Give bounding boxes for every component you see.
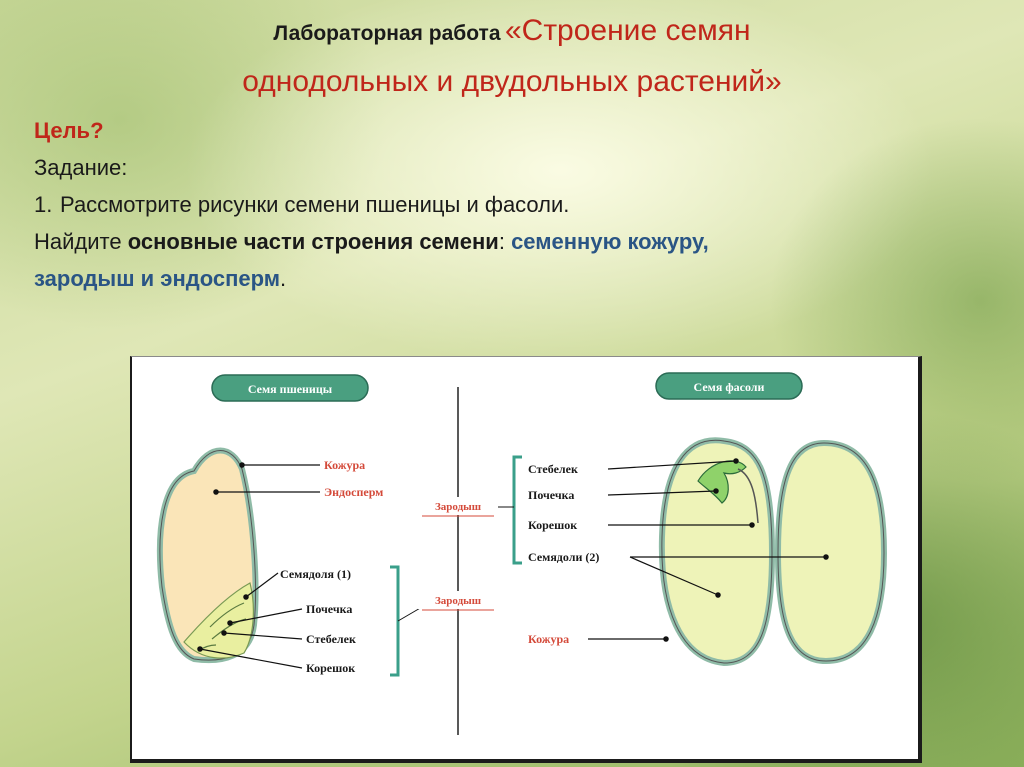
wheat-header: Семя пшеницы: [248, 382, 333, 396]
goal-line: Цель?: [34, 118, 104, 143]
bean-label-cotyledons: Семядоли (2): [528, 550, 599, 564]
wheat-seed: [156, 447, 259, 664]
wheat-label-cotyledon: Семядоля (1): [280, 567, 351, 581]
title-line-1: Лабораторная работа «Строение семян: [0, 8, 1024, 59]
wheat-embryo-bracket: [390, 565, 400, 677]
wheat-embryo-label: Зародыш: [435, 595, 481, 607]
task-line: Задание:: [34, 155, 128, 180]
find-line-2: зародыш и эндосперм.: [34, 260, 994, 297]
bean-header: Семя фасоли: [694, 380, 765, 394]
wheat-cotyledon-leader: [243, 572, 279, 600]
wheat-bud-leader: [227, 608, 303, 626]
wheat-root-leader: [197, 646, 303, 669]
bean-cotyledon-leader-1: [629, 556, 721, 598]
find-blue-1: семенную кожуру,: [511, 229, 709, 254]
title-line-2: однодольных и двудольных растений»: [242, 65, 782, 98]
find-blue-2: зародыш и эндосперм: [34, 266, 281, 291]
bean-embryo-label: Зародыш: [435, 501, 481, 513]
wheat-label-stem: Стебелек: [306, 632, 356, 646]
bean-label-bud: Почечка: [528, 488, 574, 502]
bean-label-stem: Стебелек: [528, 462, 578, 476]
bean-seed: [658, 437, 888, 667]
find-line: Найдите основные части строения семени: …: [34, 223, 994, 260]
wheat-label-coat: Кожура: [324, 458, 365, 472]
wheat-label-endosperm: Эндосперм: [324, 485, 383, 499]
bean-cotyledon-right: [774, 439, 888, 665]
find-prefix: Найдите: [34, 229, 128, 254]
find-bold: основные части строения семени: [127, 229, 499, 254]
task-item-text: Рассмотрите рисунки семени пшеницы и фас…: [60, 192, 570, 217]
bean-bud-leader: [607, 488, 719, 496]
seed-diagram: Семя пшеницы Кожура Эндосперм Семядоля (…: [130, 356, 922, 763]
wheat-stem-leader: [221, 630, 303, 640]
task-item-number: 1.: [34, 192, 53, 217]
wheat-label-root: Корешок: [306, 661, 355, 675]
seed-diagram-svg: Семя пшеницы Кожура Эндосперм Семядоля (…: [156, 372, 888, 735]
find-end: .: [280, 266, 287, 291]
bean-embryo-bracket: [512, 455, 522, 565]
bean-label-root: Корешок: [528, 518, 577, 532]
bean-label-coat: Кожура: [528, 632, 569, 646]
wheat-embryo-connector: [397, 606, 423, 622]
slide-title: Лабораторная работа «Строение семян одно…: [0, 8, 1024, 105]
task-item-1: 1. Рассмотрите рисунки семени пшеницы и ф…: [34, 186, 994, 223]
find-colon: :: [498, 229, 512, 254]
bean-header-pill: Семя фасоли: [655, 372, 803, 400]
wheat-header-pill: Семя пшеницы: [211, 374, 369, 402]
wheat-embryo: [183, 582, 254, 659]
title-prefix: Лабораторная работа: [273, 22, 501, 45]
slide-body: Цель? Задание: 1. Рассмотрите рисунки сем…: [34, 112, 994, 297]
title-main: «Строение семян: [504, 14, 751, 47]
bean-stem-leader: [607, 458, 739, 470]
wheat-label-bud: Почечка: [306, 602, 352, 616]
